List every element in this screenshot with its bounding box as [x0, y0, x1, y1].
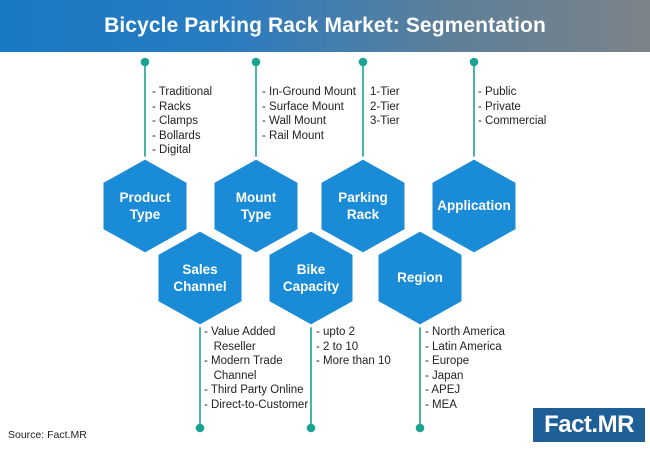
list-item: - 2 to 10	[316, 340, 359, 353]
hexagon-mount-type	[211, 156, 301, 256]
list-bike-capacity: - upto 2 - 2 to 10 - More than 10	[316, 325, 391, 369]
list-item: - Bollards	[152, 129, 201, 142]
list-parking-rack: 1-Tier 2-Tier 3-Tier	[370, 85, 400, 129]
hexagon-label-mount-type: Mount Type	[211, 189, 301, 223]
list-item: - North America	[425, 326, 505, 338]
connector-dot-application	[469, 57, 479, 67]
hexagon-label-region: Region	[375, 269, 465, 286]
list-item: - Commercial	[478, 115, 547, 128]
list-item: - MEA	[425, 398, 457, 411]
list-item: - Third Party Online	[204, 384, 304, 397]
list-product-type: - Traditional - Racks - Clamps- Bollards - …	[152, 85, 212, 158]
list-item: - In-Ground Mount	[262, 86, 356, 98]
segmentation-diagram	[100, 57, 519, 433]
hexagon-region	[375, 228, 465, 328]
hexagon-label-application: Application	[429, 197, 519, 214]
list-item: - Latin America	[425, 340, 502, 353]
hexagon-label-parking-rack: Parking Rack	[318, 189, 408, 223]
list-item: - Private	[478, 100, 521, 113]
factmr-logo: Fact.MR	[533, 408, 645, 442]
hexagon-label-line: Application	[437, 198, 511, 213]
connector-dot-product-type	[140, 57, 150, 67]
list-item: - Clamps	[152, 115, 199, 128]
list-item: - Rail Mount	[262, 129, 324, 142]
hexagon-label-line: Sales Channel	[173, 262, 227, 294]
list-item: - APEJ	[425, 384, 461, 397]
list-item: - Direct-to-Customer	[204, 398, 309, 411]
list-item: - Japan	[425, 369, 464, 382]
list-item: - Public	[478, 86, 517, 98]
connector-dot-bike-capacity	[306, 423, 316, 433]
title-bar: Bicycle Parking Rack Market: Segmentatio…	[0, 0, 650, 52]
hexagon-bike-capacity	[266, 228, 356, 328]
hexagon-application	[429, 156, 519, 256]
list-item: - Traditional	[152, 86, 213, 98]
hexagon-label-line: Mount Type	[235, 190, 277, 222]
list-region: - North America- Latin America- Europe- …	[425, 325, 505, 413]
list-item: - upto 2	[316, 326, 355, 338]
list-item: - Value Added	[204, 326, 276, 338]
logo-text: Fact.MR	[544, 411, 634, 438]
hexagon-label-sales-channel: Sales Channel	[155, 261, 245, 295]
diagram-title: Bicycle Parking Rack Market: Segmentatio…	[104, 14, 546, 37]
connector-dot-mount-type	[251, 57, 261, 67]
hexagon-label-bike-capacity: Bike Capacity	[266, 261, 356, 295]
hexagon-label-line: Parking Rack	[338, 190, 388, 222]
hexagon-label-line: Product Type	[119, 190, 171, 222]
list-item: 3-Tier	[370, 115, 400, 128]
list-item: - More than 10	[316, 355, 391, 368]
list-item: - Modern Trade	[204, 355, 283, 368]
list-item: - Racks	[152, 100, 191, 113]
list-item: - Surface Mount	[262, 100, 344, 113]
hexagon-label-line: Region	[397, 270, 443, 285]
list-item: - Wall Mount	[262, 115, 327, 128]
list-item: Reseller	[204, 340, 256, 353]
connector-dot-sales-channel	[195, 423, 205, 433]
hexagon-parking-rack	[318, 156, 408, 256]
hexagon-label-line: Bike Capacity	[282, 262, 340, 294]
list-item: Channel	[204, 369, 257, 382]
hexagon-sales-channel	[155, 228, 245, 328]
hexagon-label-product-type: Product Type	[100, 189, 190, 223]
source-note: Source: Fact.MR	[8, 429, 87, 441]
list-item: 1-Tier	[370, 86, 400, 98]
list-item: - Europe	[425, 355, 470, 368]
list-item: - Digital	[152, 144, 191, 157]
list-sales-channel: - Value Added Reseller - Modern Trade Cha…	[204, 325, 308, 413]
connector-dot-parking-rack	[358, 57, 368, 67]
list-mount-type: - In-Ground Mount - Surface Mount - Wall M…	[262, 85, 356, 143]
hexagon-product-type	[100, 156, 190, 256]
connector-dot-region	[415, 423, 425, 433]
list-application: - Public - Private - Commercial	[478, 85, 546, 129]
list-item: 2-Tier	[370, 100, 400, 113]
